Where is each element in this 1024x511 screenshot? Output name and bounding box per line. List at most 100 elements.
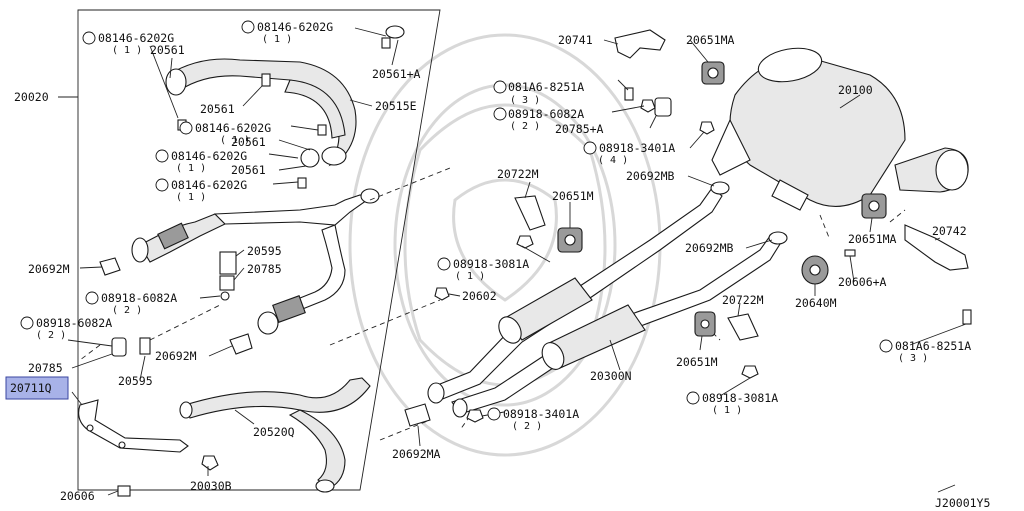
label-20692mb-b: 20692MB — [685, 241, 734, 255]
rubber-mount-20651ma-right — [861, 193, 887, 219]
label-20561-c: 20561 — [231, 135, 266, 149]
label-081a6-b: 081A6-8251A — [895, 339, 971, 353]
bolt-081a6-top — [624, 87, 634, 101]
rubber-mount-20640m — [801, 255, 829, 285]
label-20692ma: 20692MA — [392, 447, 441, 461]
label-08918-3081a-a: 08918-3081A — [453, 257, 529, 271]
circle-n-icon — [583, 141, 597, 155]
label-20722m-b: 20722M — [722, 293, 764, 307]
label-20515e: 20515E — [375, 99, 417, 113]
label-20711q[interactable]: 20711Q — [10, 381, 52, 395]
label-08146-b: 08146-6202G — [257, 20, 333, 34]
nut-08918-3081a-right — [741, 365, 759, 379]
rubber-mount-20651ma-top — [701, 61, 725, 85]
rubber-mount-20651m-bottom — [694, 311, 716, 337]
bracket-20742 — [904, 224, 969, 271]
label-20300n: 20300N — [590, 369, 632, 383]
label-qty: ( 3 ) — [898, 353, 928, 364]
label-08146-a: 08146-6202G — [98, 31, 174, 45]
label-qty: ( 1 ) — [176, 192, 206, 203]
circle-b-icon — [493, 80, 507, 94]
label-qty: ( 1 ) — [455, 271, 485, 282]
label-20606: 20606 — [60, 489, 95, 503]
label-08918-3401a-a: 08918-3401A — [599, 141, 675, 155]
label-081a6-a: 081A6-8251A — [508, 80, 584, 94]
label-qty: ( 1 ) — [712, 405, 742, 416]
part-labels: 20020 08146-6202G ( 1 ) 20561 08146-6202… — [10, 20, 990, 510]
bolt-20606 — [117, 485, 131, 497]
label-08146-d: 08146-6202G — [171, 149, 247, 163]
muffler-20100 — [711, 47, 969, 211]
label-qty: ( 4 ) — [598, 155, 628, 166]
nut-08918-3081a-left — [516, 235, 534, 249]
circle-b-icon — [179, 121, 193, 135]
assembly-outline — [77, 9, 441, 491]
gasket-20692m — [99, 257, 253, 355]
nut-20602 — [434, 287, 450, 301]
circle-n-icon — [20, 316, 34, 330]
label-20742: 20742 — [932, 224, 967, 238]
bracket-20741 — [614, 29, 666, 59]
label-08918-3081a-b: 08918-3081A — [702, 391, 778, 405]
circle-marks — [20, 20, 893, 421]
label-08918-3401a-b: 08918-3401A — [503, 407, 579, 421]
label-qty: ( 2 ) — [112, 305, 142, 316]
bracket-20595 — [111, 251, 237, 357]
label-20651ma-a: 20651MA — [686, 33, 735, 47]
circle-n-icon — [85, 291, 99, 305]
circle-n-icon — [686, 391, 700, 405]
hanger-20785a — [654, 97, 672, 117]
bolt-20606a — [844, 249, 856, 257]
label-20561-a: 20561 — [150, 43, 185, 57]
label-20785-b: 20785 — [28, 361, 63, 375]
label-20692m-a: 20692M — [28, 262, 70, 276]
label-qty: ( 1 ) — [262, 34, 292, 45]
label-qty: ( 3 ) — [510, 95, 540, 106]
label-20561-b: 20561 — [200, 102, 235, 116]
circle-b-icon — [879, 339, 893, 353]
label-08146-c: 08146-6202G — [195, 121, 271, 135]
label-20785-a: 20785 — [247, 262, 282, 276]
label-20561a: 20561+A — [372, 67, 421, 81]
bolt-08146-c — [317, 124, 327, 136]
label-20561-d: 20561 — [231, 163, 266, 177]
circle-b-icon — [82, 31, 96, 45]
bolt-08146-b — [381, 37, 391, 49]
clamp-20561-b — [261, 73, 271, 87]
circle-n-icon — [437, 257, 451, 271]
bracket-20722m-left — [514, 195, 546, 231]
gasket-20692mb-upper — [710, 181, 730, 195]
label-20651m-a: 20651M — [552, 189, 594, 203]
label-20595-a: 20595 — [247, 244, 282, 258]
circle-n-icon — [487, 407, 501, 421]
label-08918-6082a-c: 08918-6082A — [508, 107, 584, 121]
circle-n-icon — [493, 107, 507, 121]
rear-pipe-20520q — [179, 377, 371, 493]
label-qty: ( 2 ) — [36, 330, 66, 341]
label-08918-6082a-b: 08918-6082A — [36, 316, 112, 330]
label-20741: 20741 — [558, 33, 593, 47]
rubber-mount-20651m-left — [557, 227, 583, 253]
label-20100: 20100 — [838, 83, 873, 97]
label-20595-b: 20595 — [118, 374, 153, 388]
label-20651ma-b: 20651MA — [848, 232, 897, 246]
label-08918-6082a-a: 08918-6082A — [101, 291, 177, 305]
leader-lines — [67, 27, 967, 496]
label-20520q: 20520Q — [253, 425, 295, 439]
clamp-20561a — [385, 25, 405, 39]
circle-b-icon — [155, 178, 169, 192]
label-qty: ( 1 ) — [176, 163, 206, 174]
label-20020: 20020 — [14, 90, 49, 104]
label-20640m: 20640M — [795, 296, 837, 310]
bracket-20711q — [78, 399, 189, 453]
label-20651m-b: 20651M — [676, 355, 718, 369]
label-qty: ( 2 ) — [510, 121, 540, 132]
highlight-20711q[interactable] — [5, 376, 69, 400]
label-20722m-a: 20722M — [497, 167, 539, 181]
bracket-20722m-right — [727, 313, 759, 341]
bolt-081a6-right — [962, 309, 972, 325]
label-20606a: 20606+A — [838, 275, 887, 289]
label-20692m-b: 20692M — [155, 349, 197, 363]
